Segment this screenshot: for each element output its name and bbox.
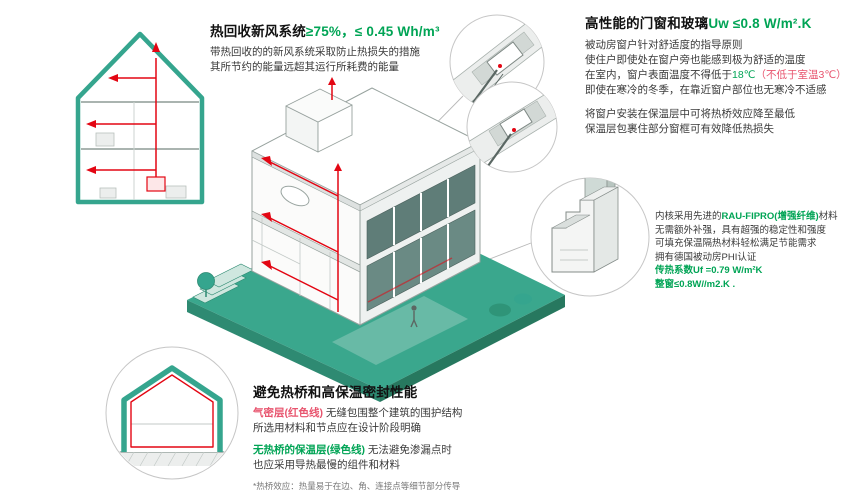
person-figure [410, 305, 418, 328]
heat-recovery-title-value: ≥75%，≤ 0.45 Wh/m³ [305, 24, 440, 39]
thermal-line-4: 也应采用导热最慢的组件和材料 [253, 459, 400, 471]
heat-recovery-line-1: 带热回收的的新风系统采取防止热损失的措施 [210, 46, 420, 58]
hrv-unit-icon [146, 176, 166, 192]
section-airflow-arrows [86, 42, 160, 174]
facade-glazing [366, 164, 476, 312]
floor-slab [251, 210, 361, 273]
heat-recovery-text-block: 热回收新风系统≥75%，≤ 0.45 Wh/m³ 带热回收的的新风系统采取防止热… [210, 20, 490, 75]
heat-recovery-section-house [75, 31, 205, 205]
window-profile-detail-circle [530, 177, 650, 297]
windows-line-2: 使住户即使处在窗户旁也能感到极为舒适的温度 [585, 54, 806, 66]
insulation-layer-label: 无热桥的保温层(绿色线) [253, 444, 365, 456]
thermal-title: 避免热桥和高保温密封性能 [253, 385, 418, 400]
passive-house-isometric [197, 77, 532, 328]
window-profile-3d [551, 178, 619, 273]
windows-line-3-temp: 18℃ [732, 69, 756, 81]
profile-line-1-a: 内核采用先进的 [655, 211, 722, 222]
windows-title: 高性能的门窗和玻璃Uw ≤0.8 W/m².K [585, 12, 863, 32]
roof-vent-arrow [328, 77, 336, 100]
windows-line-1: 被动房窗户针对舒适度的指导原则 [585, 39, 743, 51]
windows-line-3-black: 在室内，窗户表面温度不得低于 [585, 69, 732, 81]
tree-icon [197, 272, 532, 317]
profile-material-name: RAU-FIPRO(增强纤维) [721, 211, 819, 222]
profile-window-u-value: 整窗≤0.8W//m2.K . [655, 278, 736, 290]
thermal-text-block: 避免热桥和高保温密封性能 气密层(红色线) 无缝包围整个建筑的围护结构 所选用材… [253, 381, 598, 492]
terrace-path [332, 296, 468, 365]
window-corner-detail-2 [466, 81, 558, 173]
section-furniture [95, 132, 187, 199]
insulation-green-line [121, 365, 223, 452]
roof-penthouse [285, 88, 353, 153]
heat-recovery-title-black: 热回收新风系统 [210, 24, 306, 39]
profile-text-block: 内核采用先进的RAU-FIPRO(增强纤维)材料 无需额外补强，具有超强的稳定性… [655, 210, 865, 291]
bathtub-icon [280, 185, 310, 207]
windows-text-block: 高性能的门窗和玻璃Uw ≤0.8 W/m².K 被动房窗户针对舒适度的指导原则 … [585, 12, 863, 137]
profile-line-1-b: 材料 [818, 211, 838, 222]
airtight-layer-label: 气密层(红色线) [253, 407, 323, 419]
airtight-red-line [130, 374, 214, 448]
windows-title-black: 高性能的门窗和玻璃 [585, 16, 709, 31]
ventilation-duct-lines [267, 160, 453, 312]
profile-line-2: 无需额外补强，具有超强的稳定性和强度 [655, 224, 827, 236]
thermal-line-1: 气密层(红色线) 无缝包围整个建筑的围护结构 [253, 406, 598, 421]
interior-wall-lines [251, 218, 331, 310]
profile-line-1: 内核采用先进的RAU-FIPRO(增强纤维)材料 [655, 210, 865, 224]
windows-line-5: 将窗户安装在保温层中可将热桥效应降至最低 [585, 108, 795, 120]
thermal-bridge-section-house [105, 346, 239, 480]
heat-recovery-line-2: 其所节约的能量远超其运行所耗费的能量 [210, 61, 399, 73]
windows-line-3: 在室内，窗户表面温度不得低于18℃（不低于室温3℃） [585, 68, 863, 83]
thermal-line-1-rest: 无缝包围整个建筑的围护结构 [325, 407, 463, 419]
windows-line-4: 即使在寒冷的冬季，在靠近窗户部位也无寒冷不适感 [585, 84, 827, 96]
section-duct-lines [94, 58, 157, 190]
heat-recovery-title: 热回收新风系统≥75%，≤ 0.45 Wh/m³ [210, 20, 490, 40]
profile-line-3: 可填充保温隔热材料轻松满足节能需求 [655, 238, 817, 249]
duct-arrows [261, 156, 342, 270]
section-floor-lines [81, 101, 199, 150]
thermal-footnote: *热桥效应：热量易于在边、角、连接点等细节部分传导 [253, 481, 461, 491]
profile-line-4: 拥有德国被动房PHI认证 [655, 251, 757, 263]
windows-title-value: Uw ≤0.8 W/m².K [708, 16, 812, 31]
thermal-line-3-rest: 无法避免渗漏点时 [367, 444, 452, 456]
thermal-line-3: 无热桥的保温层(绿色线) 无法避免渗漏点时 [253, 443, 598, 458]
windows-line-6: 保温层包裹住部分窗框可有效降低热损失 [585, 123, 774, 135]
profile-u-value: 传热系数Uf =0.79 W/m²K [655, 265, 763, 276]
windows-line-3-note: （不低于室温3℃） [755, 69, 847, 81]
thermal-line-2: 所选用材料和节点应在设计阶段明确 [253, 422, 421, 434]
